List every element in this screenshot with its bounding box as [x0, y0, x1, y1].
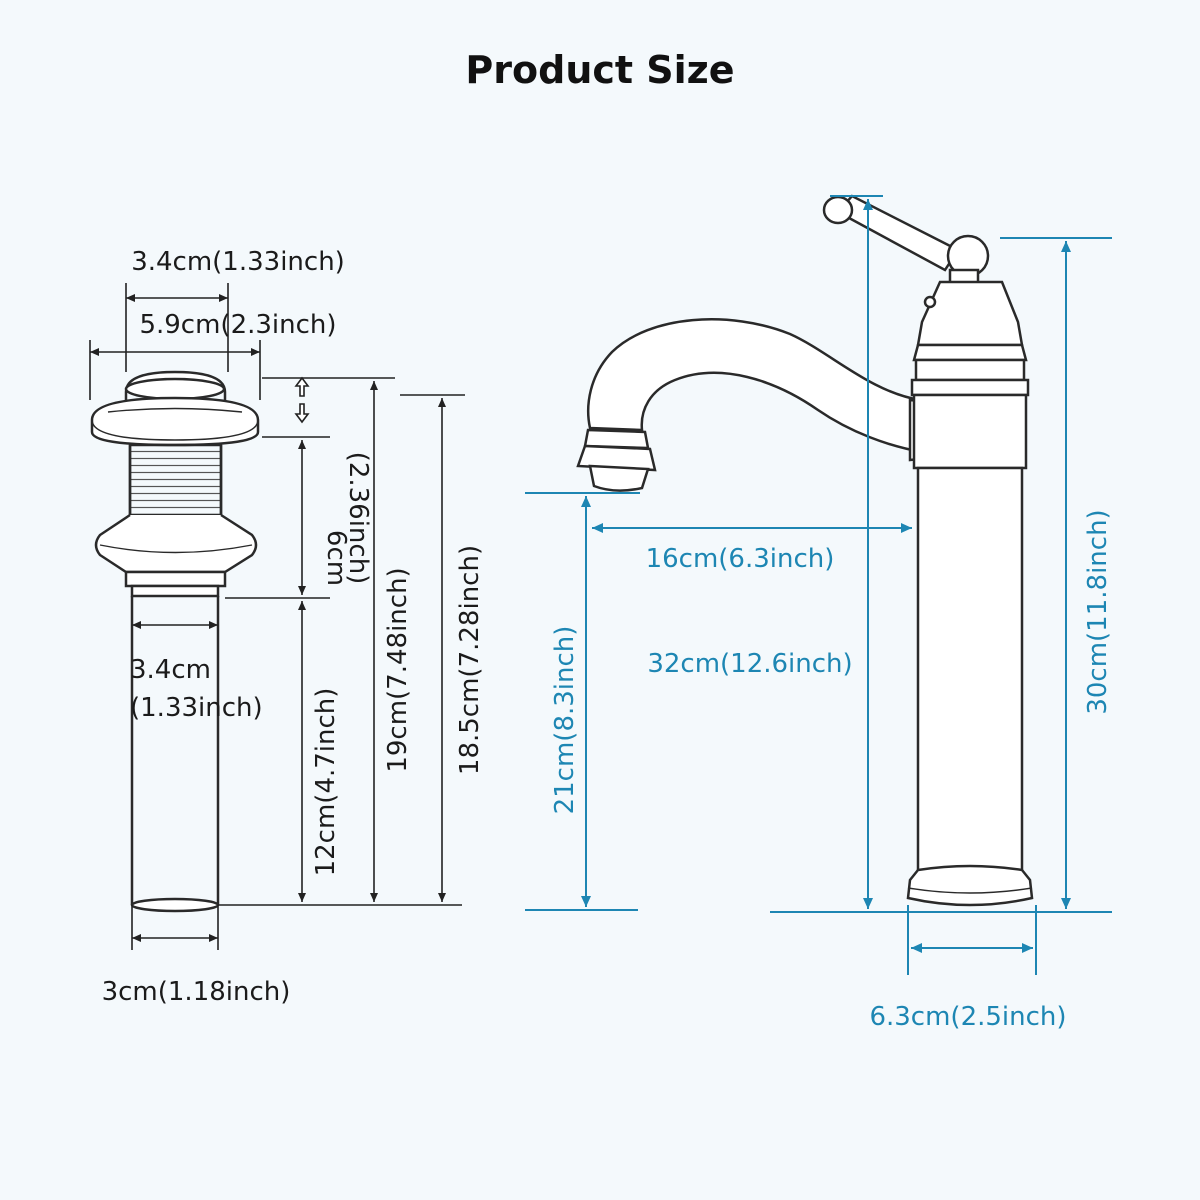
drain-tail-length-label: 12cm(4.7inch) — [311, 688, 341, 877]
faucet-drawing — [576, 194, 1034, 907]
faucet-total-height-label: 32cm(12.6inch) — [647, 649, 852, 679]
drain-total-height-1-label: 19cm(7.48inch) — [383, 567, 413, 772]
faucet-spout-reach-label: 16cm(6.3inch) — [646, 544, 835, 574]
faucet-handle — [822, 194, 990, 286]
drain-body-height-cm-label: 6cm — [321, 530, 351, 586]
drain-lock-nut — [94, 513, 258, 598]
faucet-aerator — [576, 428, 657, 492]
faucet-cartridge-housing — [912, 280, 1028, 362]
drain-tail-width-inch-label: (1.33inch) — [130, 693, 263, 723]
faucet-base-diameter-label: 6.3cm(2.5inch) — [869, 1002, 1066, 1032]
drain-top-width-label: 3.4cm(1.33inch) — [131, 247, 345, 277]
drain-tail-pipe — [130, 596, 220, 913]
faucet-dimensions — [525, 195, 1112, 975]
drain-threaded-body — [128, 443, 223, 517]
faucet-base — [906, 864, 1034, 907]
page-title: Product Size — [465, 48, 735, 92]
drain-body-height-inch-label: (2.36inch) — [343, 452, 373, 585]
drain-dimensions — [89, 283, 465, 950]
drain-tail-width-cm-label: 3.4cm — [130, 655, 211, 685]
cap-down-arrow-icon — [294, 403, 310, 424]
faucet-body-column — [910, 358, 1030, 872]
drain-cap — [124, 370, 227, 404]
drain-bottom-width-label: 3cm(1.18inch) — [102, 977, 291, 1007]
drain-flange — [90, 396, 260, 447]
faucet-spout-height-label: 21cm(8.3inch) — [550, 626, 580, 815]
drain-flange-width-label: 5.9cm(2.3inch) — [139, 310, 336, 340]
drain-total-height-2-label: 18.5cm(7.28inch) — [455, 545, 485, 775]
faucet-body-height-label: 30cm(11.8inch) — [1083, 509, 1113, 714]
faucet-spout — [587, 318, 924, 454]
cap-up-arrow-icon — [294, 376, 310, 397]
pop-up-drain-drawing — [90, 370, 260, 913]
